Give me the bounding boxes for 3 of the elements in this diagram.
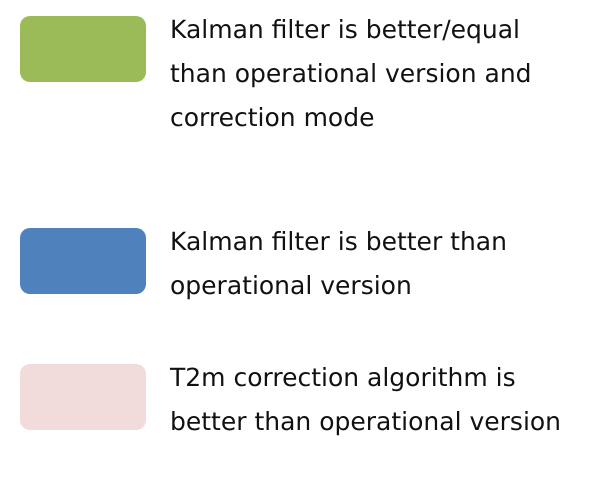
legend-label: T2m correction algorithm is better than operational version xyxy=(170,362,562,438)
legend-label: Kalman filter is better/equal than operational version and correction mode xyxy=(170,14,533,134)
legend-label: Kalman filter is better than operational version xyxy=(170,226,508,302)
